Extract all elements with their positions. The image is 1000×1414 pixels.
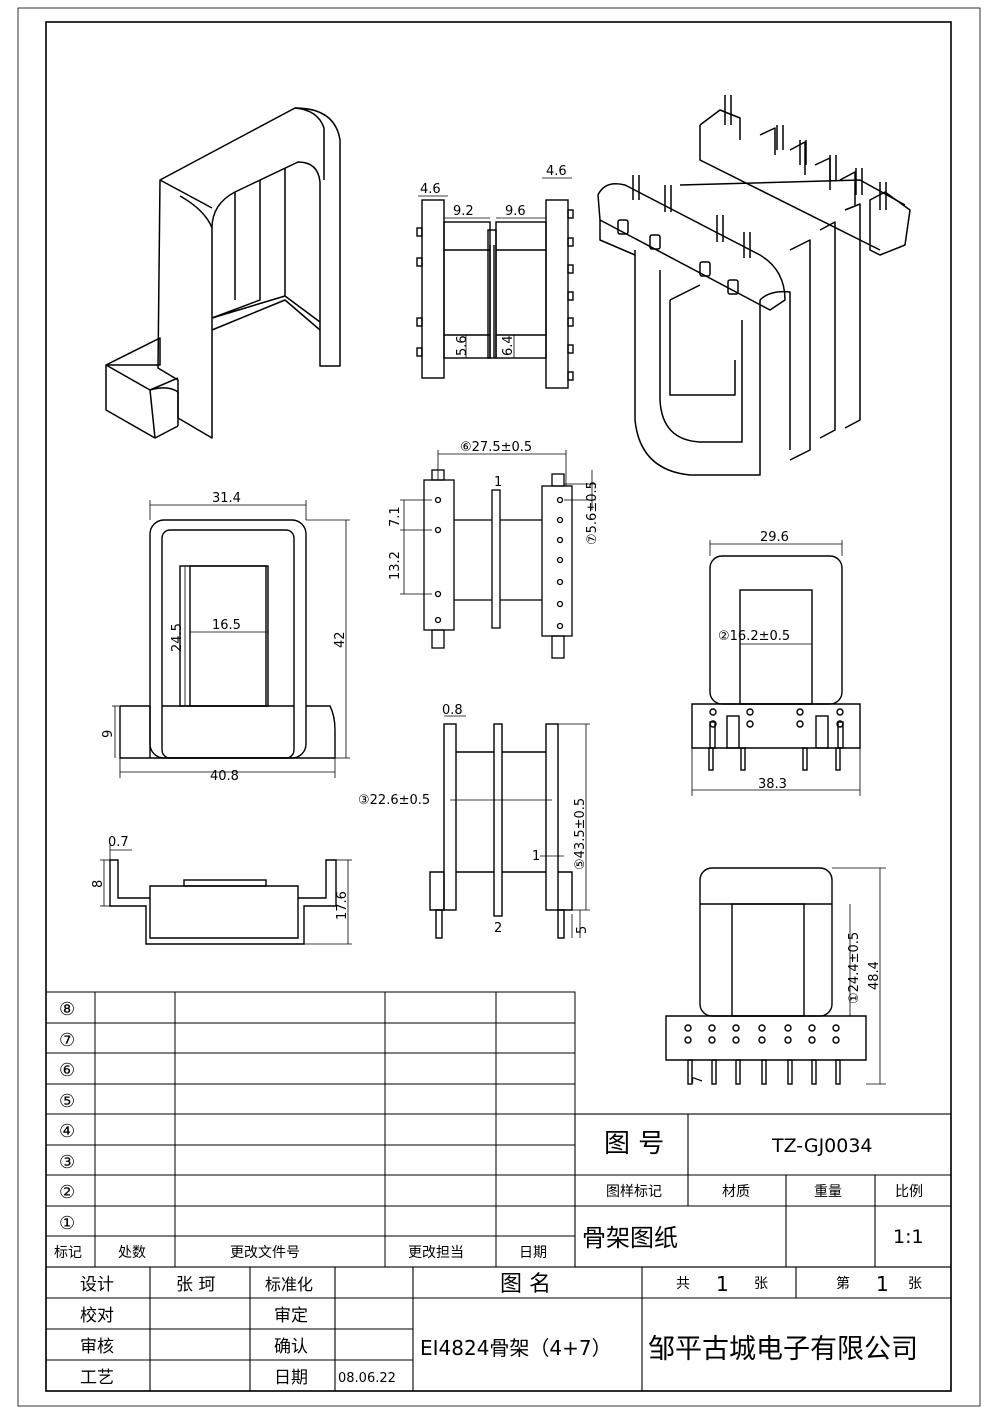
side-view (429, 723, 573, 939)
drawing-name-label: 图 名 (500, 1272, 551, 1297)
designer-name: 张 珂 (176, 1275, 215, 1295)
dim-right-base: 38.3 (758, 777, 787, 792)
dim-front-w: 31.4 (212, 491, 241, 506)
dim-side-mark: 1 (532, 849, 540, 864)
dim-bottom-h1: 8 (91, 880, 106, 888)
total-label: 共 (676, 1276, 690, 1292)
dim-pin-pitch2: 13.2 (388, 551, 403, 580)
sheet-label: 第 (836, 1275, 850, 1292)
iso-view-right (597, 95, 911, 476)
revision-header-mark: 标记 (54, 1245, 82, 1261)
dim-pin-center: 1 (494, 475, 502, 490)
total-value: 1 (716, 1272, 729, 1296)
dim-side-core: 2 (494, 921, 502, 936)
dim-rb-h2: 48.4 (867, 961, 882, 990)
dim-top-w2: 4.6 (546, 164, 567, 179)
scale-value: 1:1 (893, 1226, 924, 1248)
dim-top-w1: 4.6 (420, 182, 441, 197)
dim-side-t: 0.8 (442, 703, 463, 718)
dim-top-b: 9.6 (505, 204, 526, 219)
dim-top-h1: 5.6 (455, 335, 470, 356)
dim-right-w: 29.6 (760, 530, 789, 545)
dim-side-foot: 5 (575, 926, 590, 934)
title-block (45, 1113, 952, 1392)
check-label: 校对 (80, 1306, 114, 1326)
revision-header-owner: 更改担当 (408, 1245, 464, 1261)
dim-front-base-h: 9 (101, 730, 116, 738)
revision-header-doc: 更改文件号 (230, 1245, 300, 1261)
dim-top-h2: 6.4 (501, 335, 516, 356)
revision-marker-1: ① (59, 1213, 75, 1234)
iso-view-left (105, 107, 341, 439)
drawing-type: 骨架图纸 (582, 1224, 678, 1252)
revision-marker-5: ⑤ (59, 1091, 75, 1112)
standard-label: 标准化 (265, 1275, 313, 1294)
design-label: 设计 (80, 1275, 114, 1295)
front-view (119, 519, 336, 759)
revision-header-date: 日期 (519, 1245, 547, 1261)
dim-right-win: ②16.2±0.5 (718, 629, 790, 644)
dim-front-h: 42 (333, 631, 348, 648)
revision-marker-2: ② (59, 1182, 75, 1203)
revision-marker-4: ④ (59, 1121, 75, 1142)
revision-marker-3: ③ (59, 1152, 75, 1173)
pin-view (423, 469, 573, 659)
drawing-no-label: 图 号 (604, 1129, 664, 1159)
right-front-view (691, 555, 861, 771)
date-label: 日期 (274, 1368, 308, 1388)
process-label: 工艺 (80, 1368, 114, 1388)
revision-marker-6: ⑥ (59, 1060, 75, 1081)
dim-side-h: ⑤43.5±0.5 (573, 798, 588, 870)
revision-marker-8: ⑧ (59, 999, 75, 1020)
dim-front-win-h: 24.5 (170, 623, 185, 652)
dim-top-a: 9.2 (453, 204, 474, 219)
review-label: 审定 (274, 1306, 308, 1326)
sheet-value: 1 (876, 1272, 889, 1296)
dim-pin-span: ⑥27.5±0.5 (460, 440, 532, 455)
dim-bottom-h2: 17.6 (335, 891, 350, 920)
product-name: EI4824骨架（4+7） (420, 1336, 612, 1360)
bottom-view (109, 859, 337, 945)
dim-pin-offset: ⑦5.6±0.5 (585, 481, 600, 545)
scale-label: 比例 (895, 1184, 923, 1200)
sheet-unit: 张 (908, 1276, 922, 1292)
company-name: 邹平古城电子有限公司 (648, 1334, 918, 1365)
drawing-no: TZ-GJ0034 (771, 1135, 873, 1157)
weight-label: 重量 (814, 1184, 842, 1200)
material-label: 材质 (722, 1184, 750, 1200)
date-value: 08.06.22 (338, 1371, 396, 1386)
top-view (416, 199, 574, 389)
dim-rb-h1: ①24.4±0.5 (847, 932, 862, 1004)
dim-rb-pin: 7 (691, 1076, 706, 1084)
dim-bottom-t: 0.7 (108, 835, 129, 850)
dim-pin-pitch1: 7.1 (388, 506, 403, 527)
sample-label: 图样标记 (606, 1184, 662, 1200)
dim-front-base-w: 40.8 (210, 769, 239, 784)
right-bottom-view (665, 867, 867, 1085)
dim-front-win-w: 16.5 (212, 618, 241, 633)
revision-marker-7: ⑦ (59, 1030, 75, 1051)
audit-label: 审核 (80, 1337, 114, 1357)
confirm-label: 确认 (274, 1337, 308, 1357)
revision-table (45, 991, 576, 1268)
total-unit: 张 (754, 1276, 768, 1292)
revision-header-count: 处数 (118, 1245, 146, 1261)
dim-side-w: ③22.6±0.5 (358, 793, 430, 808)
